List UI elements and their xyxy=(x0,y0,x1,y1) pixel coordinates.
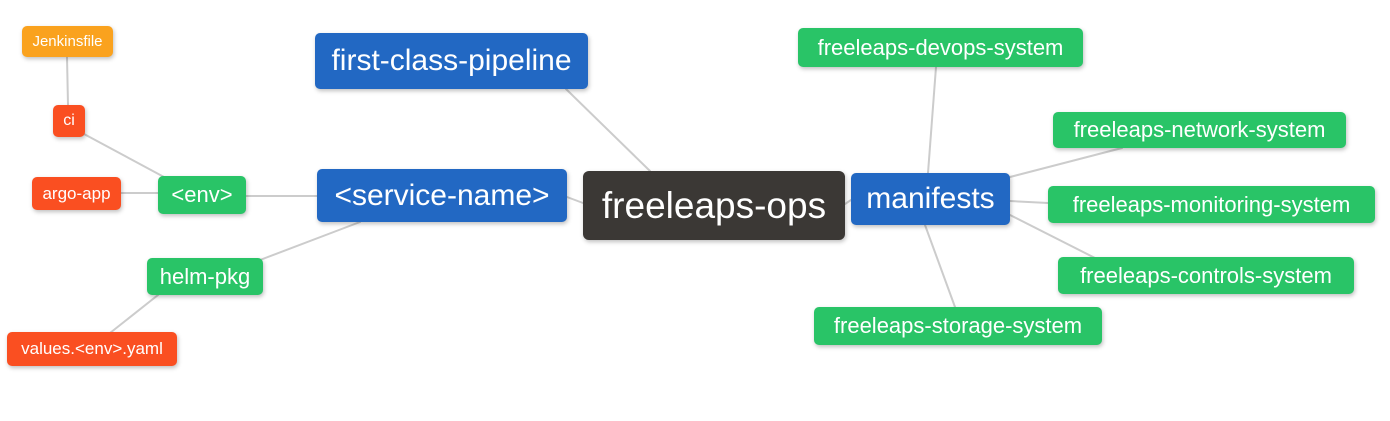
node-freeleaps-monitoring-system[interactable]: freeleaps-monitoring-system xyxy=(1048,186,1375,223)
node-env[interactable]: <env> xyxy=(158,176,246,214)
node-freeleaps-ops[interactable]: freeleaps-ops xyxy=(583,171,845,240)
node-first-class-pipeline[interactable]: first-class-pipeline xyxy=(315,33,588,89)
node-manifests[interactable]: manifests xyxy=(851,173,1010,225)
node-ci[interactable]: ci xyxy=(53,105,85,137)
node-service-name[interactable]: <service-name> xyxy=(317,169,567,222)
node-values-env-yaml[interactable]: values.<env>.yaml xyxy=(7,332,177,366)
edge-service-name-helm-pkg xyxy=(259,221,361,261)
edge-jenkinsfile-ci xyxy=(66,56,69,106)
edge-pipeline-freeleaps-ops xyxy=(565,88,651,172)
edge-helm-pkg-values-yaml xyxy=(109,294,159,334)
node-jenkinsfile[interactable]: Jenkinsfile xyxy=(22,26,113,57)
edge-manifests-network-system xyxy=(1009,147,1123,178)
node-helm-pkg[interactable]: helm-pkg xyxy=(147,258,263,295)
node-freeleaps-network-system[interactable]: freeleaps-network-system xyxy=(1053,112,1346,148)
edge-ci-env xyxy=(83,133,165,178)
edge-manifests-storage-system xyxy=(924,224,956,308)
edge-manifests-devops-system xyxy=(927,66,937,174)
node-argo-app[interactable]: argo-app xyxy=(32,177,121,210)
node-freeleaps-controls-system[interactable]: freeleaps-controls-system xyxy=(1058,257,1354,294)
node-freeleaps-devops-system[interactable]: freeleaps-devops-system xyxy=(798,28,1083,67)
node-freeleaps-storage-system[interactable]: freeleaps-storage-system xyxy=(814,307,1102,345)
edge-service-name-freeleaps-ops xyxy=(566,196,584,204)
edge-manifests-monitoring-system xyxy=(1009,200,1049,204)
